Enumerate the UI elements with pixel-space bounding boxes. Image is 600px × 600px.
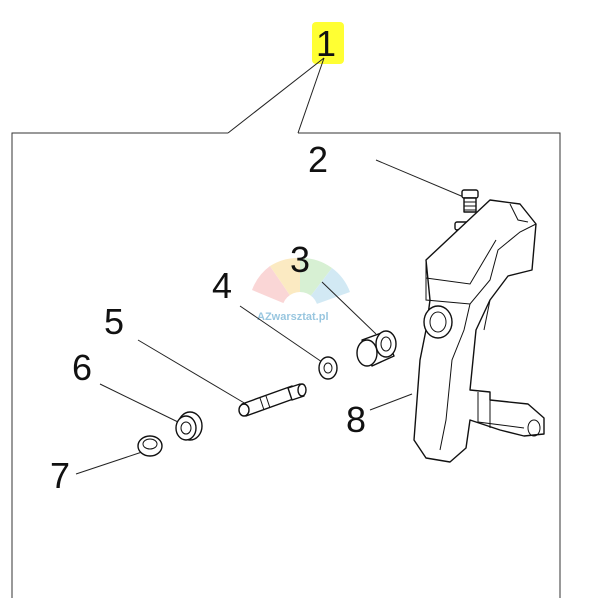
callout-1[interactable]: 1: [316, 23, 336, 64]
watermark-text: AZwarsztat.pl: [257, 311, 329, 323]
callout-8[interactable]: 8: [346, 399, 366, 440]
callout-3[interactable]: 3: [290, 239, 310, 280]
retaining-ring: [175, 411, 203, 441]
callout-7[interactable]: 7: [50, 455, 70, 496]
callout-6[interactable]: 6: [72, 347, 92, 388]
callout-5[interactable]: 5: [104, 301, 124, 342]
assembly-frame: [11, 132, 561, 598]
callout-1-highlight: [312, 22, 344, 64]
grease-nipple-upper: [461, 189, 479, 213]
callout-2[interactable]: 2: [308, 139, 328, 180]
callout-4[interactable]: 4: [212, 265, 232, 306]
end-cap: [137, 435, 163, 457]
watermark-logo: [252, 257, 350, 328]
pedal-lever-bracket: [413, 199, 545, 463]
bushing: [356, 330, 397, 367]
pivot-pin: [238, 383, 307, 417]
washer: [318, 356, 338, 380]
